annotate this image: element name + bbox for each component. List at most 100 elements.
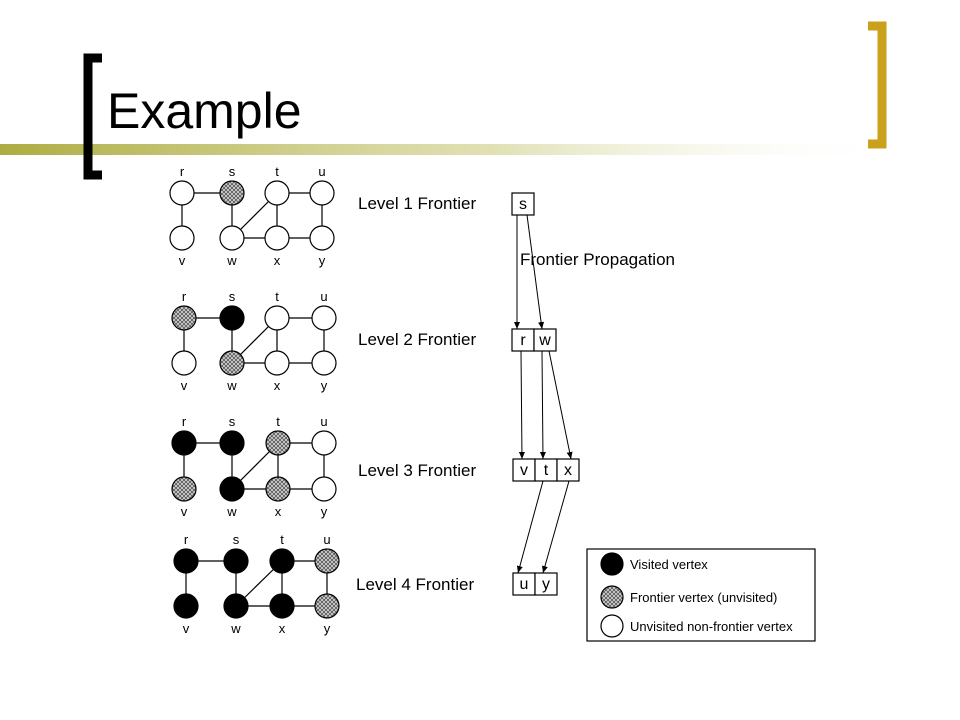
vertex-label: r xyxy=(182,414,187,429)
vertex-t xyxy=(264,305,290,331)
vertex-label: r xyxy=(184,532,189,547)
title-underline xyxy=(0,144,900,155)
legend-swatch-visited xyxy=(600,552,624,576)
vertex-v xyxy=(173,593,199,619)
level-label: Level 4 Frontier xyxy=(356,575,474,594)
vertex-y xyxy=(314,593,340,619)
frontier-cell xyxy=(556,458,580,482)
legend-box xyxy=(586,548,816,642)
frontier-cell xyxy=(533,328,557,352)
propagation-label: Frontier Propagation xyxy=(520,250,675,269)
vertex-u xyxy=(309,180,335,206)
vertex-s xyxy=(223,548,249,574)
vertex-x xyxy=(264,350,290,376)
frontier-item: t xyxy=(544,462,549,479)
vertex-label: v xyxy=(181,378,188,393)
propagation-arrow xyxy=(516,480,544,574)
frontier-item: s xyxy=(519,196,527,213)
vertex-w xyxy=(219,476,245,502)
frontier-item: u xyxy=(520,576,529,593)
legend-label-unvisited: Unvisited non-frontier vertex xyxy=(630,619,793,634)
frontier-item: r xyxy=(520,332,526,349)
vertex-label: x xyxy=(274,253,281,268)
vertex-label: s xyxy=(229,164,236,179)
vertex-label: t xyxy=(275,164,279,179)
vertex-label: y xyxy=(321,378,328,393)
vertex-label: t xyxy=(280,532,284,547)
vertex-label: s xyxy=(233,532,240,547)
propagation-arrow xyxy=(548,350,573,460)
vertex-r xyxy=(171,305,197,331)
vertex-label: s xyxy=(229,289,236,304)
slide-title: Example xyxy=(107,83,302,139)
right-bracket xyxy=(868,21,887,149)
vertex-x xyxy=(264,225,290,251)
vertex-label: y xyxy=(319,253,326,268)
vertex-x xyxy=(269,593,295,619)
vertex-label: r xyxy=(180,164,185,179)
vertex-label: u xyxy=(318,164,325,179)
vertex-r xyxy=(169,180,195,206)
level-label: Level 3 Frontier xyxy=(358,461,476,480)
vertex-label: x xyxy=(274,378,281,393)
vertex-s xyxy=(219,305,245,331)
vertex-label: v xyxy=(183,621,190,636)
vertex-label: v xyxy=(179,253,186,268)
legend-swatch-unvisited xyxy=(600,614,624,638)
frontier-item: x xyxy=(564,462,572,479)
vertex-label: t xyxy=(275,289,279,304)
vertex-s xyxy=(219,430,245,456)
vertex-label: w xyxy=(226,504,237,519)
vertex-w xyxy=(223,593,249,619)
vertex-label: x xyxy=(275,504,282,519)
vertex-y xyxy=(311,350,337,376)
vertex-y xyxy=(311,476,337,502)
level-label: Level 1 Frontier xyxy=(358,194,476,213)
legend-label-visited: Visited vertex xyxy=(630,557,708,572)
vertex-r xyxy=(171,430,197,456)
vertex-w xyxy=(219,350,245,376)
vertex-u xyxy=(311,430,337,456)
propagation-arrow xyxy=(518,350,525,460)
propagation-arrow xyxy=(539,350,546,460)
vertex-label: v xyxy=(181,504,188,519)
vertex-label: s xyxy=(229,414,236,429)
vertex-label: u xyxy=(323,532,330,547)
vertex-s xyxy=(219,180,245,206)
frontier-cell xyxy=(511,192,535,216)
vertex-t xyxy=(269,548,295,574)
vertex-t xyxy=(264,180,290,206)
vertex-label: t xyxy=(276,414,280,429)
left-bracket xyxy=(83,53,102,180)
vertex-u xyxy=(314,548,340,574)
frontier-cell xyxy=(534,572,558,596)
vertex-v xyxy=(171,476,197,502)
frontier-item: w xyxy=(538,332,551,349)
vertex-label: u xyxy=(320,289,327,304)
vertex-label: r xyxy=(182,289,187,304)
vertex-label: y xyxy=(324,621,331,636)
vertex-label: w xyxy=(226,253,237,268)
vertex-label: w xyxy=(230,621,241,636)
vertex-w xyxy=(219,225,245,251)
vertex-label: y xyxy=(321,504,328,519)
vertex-label: u xyxy=(320,414,327,429)
legend-swatch-frontier xyxy=(600,585,624,609)
propagation-arrow xyxy=(542,480,570,574)
vertex-u xyxy=(311,305,337,331)
frontier-item: y xyxy=(542,576,550,593)
legend-label-frontier: Frontier vertex (unvisited) xyxy=(630,590,777,605)
frontier-item: v xyxy=(520,462,528,479)
propagation-arrow xyxy=(526,214,545,330)
vertex-r xyxy=(173,548,199,574)
vertex-v xyxy=(171,350,197,376)
vertex-label: x xyxy=(279,621,286,636)
vertex-y xyxy=(309,225,335,251)
vertex-t xyxy=(265,430,291,456)
vertex-x xyxy=(265,476,291,502)
vertex-label: w xyxy=(226,378,237,393)
level-label: Level 2 Frontier xyxy=(358,330,476,349)
vertex-v xyxy=(169,225,195,251)
